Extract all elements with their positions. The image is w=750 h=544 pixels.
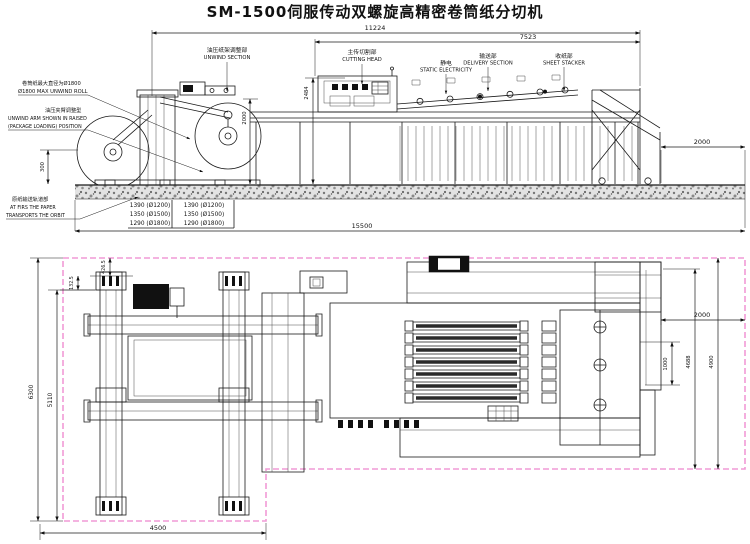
dim-floor-offset-value: 300 bbox=[40, 162, 46, 172]
roll-table-r3: 1290 (Ø1800) bbox=[184, 220, 224, 227]
dim-rear-clearance-plan-value: 2000 bbox=[694, 311, 711, 319]
note-max-roll-en: Ø1800 MAX UNWIND ROLL bbox=[18, 88, 88, 95]
label-unwind-section-cn: 油压纸架调整部 bbox=[207, 46, 248, 54]
label-unwind-section-en: UNWIND SECTION bbox=[204, 55, 251, 61]
note-arm: 油压夹臂调整型 UNWIND ARM SHOWN IN RAISED (PACK… bbox=[8, 106, 204, 173]
note-track-en2: TRANSPORTS THE ORBIT bbox=[5, 213, 65, 219]
label-delivery-cn: 输送部 bbox=[479, 52, 497, 60]
label-delivery-en: DELIVERY SECTION bbox=[463, 61, 513, 67]
unwind-stand bbox=[76, 81, 262, 189]
note-track: 原纸输送轨道部 AT FIRS THE PAPER TRANSPORTS THE… bbox=[5, 195, 139, 220]
operator-pedestal bbox=[299, 270, 348, 294]
dim-unwind-height-value: 2000 bbox=[242, 111, 248, 124]
dim-body-width-value: 4900 bbox=[709, 355, 715, 368]
dim-unwind-height: 2000 bbox=[242, 98, 258, 185]
stacker-plan bbox=[594, 261, 662, 456]
dim-stack-width-value: 1000 bbox=[663, 357, 669, 370]
roll-table-r2: 1350 (Ø1500) bbox=[184, 211, 224, 218]
section-labels: 油压纸架调整部 UNWIND SECTION 主传切割部 CUTTING HEA… bbox=[204, 46, 585, 95]
side-view: 11224 7523 油压纸架调整部 UNWIND SECTION 主传切割部 … bbox=[5, 24, 746, 233]
dim-unwind-depth: 4500 bbox=[39, 523, 267, 540]
dim-rear-clearance-plan: 2000 bbox=[660, 311, 746, 325]
dim-overall: 11224 bbox=[151, 24, 641, 96]
dim-front-section: 7523 bbox=[314, 33, 641, 76]
workspace-boundary bbox=[62, 257, 746, 522]
note-max-roll-cn: 卷筒纸最大直径为Ø1800 bbox=[22, 79, 81, 87]
label-stacker-cn: 收纸部 bbox=[555, 52, 573, 60]
dim-machine-width-value: 4688 bbox=[686, 355, 692, 368]
label-static-en: STATIC ELECTRICITY bbox=[420, 68, 473, 74]
paper-roll-plan bbox=[127, 335, 253, 401]
unwind-cross-members bbox=[83, 284, 323, 473]
sheet-stacker-frame bbox=[591, 88, 661, 185]
roll-table-l1: 1390 (Ø1200) bbox=[130, 202, 170, 209]
label-stacker-en: SHEET STACKER bbox=[543, 61, 585, 67]
note-arm-en1: UNWIND ARM SHOWN IN RAISED bbox=[8, 116, 87, 122]
machine-feet bbox=[338, 420, 419, 428]
dim-total-length-value: 15500 bbox=[352, 222, 373, 230]
unwind-roll-raised bbox=[194, 102, 262, 170]
roll-table-l2: 1350 (Ø1500) bbox=[130, 211, 170, 218]
plan-view: 6300 5110 426.5 132.5 4500 2000 bbox=[29, 255, 746, 540]
delivery-table-plan bbox=[559, 309, 641, 446]
dim-front-section-value: 7523 bbox=[520, 33, 537, 41]
roll-table: 1390 (Ø1200) 1350 (Ø1500) 1290 (Ø1800) 1… bbox=[128, 200, 235, 229]
dim-overall-width: 6300 bbox=[29, 257, 63, 522]
slitting-rollers bbox=[404, 320, 557, 404]
dim-unwind-depth-value: 4500 bbox=[150, 524, 167, 532]
drawing-title: SM-1500伺服传动双螺旋高精密卷筒纸分切机 bbox=[207, 3, 544, 21]
dim-rail-width: 5110 bbox=[48, 289, 100, 522]
dim-rear-clearance-side-value: 2000 bbox=[694, 138, 711, 146]
machine-body-plan bbox=[329, 255, 662, 458]
dim-offset-b-value: 132.5 bbox=[69, 276, 75, 290]
label-static-cn: 静电 bbox=[440, 59, 452, 67]
dim-machine-height-value: 2484 bbox=[304, 86, 310, 100]
dim-rail-width-value: 5110 bbox=[48, 392, 54, 407]
label-cutting-head-cn: 主传切割部 bbox=[348, 48, 377, 56]
dim-offset-b: 132.5 bbox=[60, 275, 95, 291]
dim-machine-width: 4688 bbox=[663, 268, 700, 470]
note-arm-en2: (PACKAGE LOADING) POSITION bbox=[8, 124, 82, 130]
unwind-rail-left bbox=[95, 271, 127, 516]
label-cutting-head-en: CUTTING HEAD bbox=[342, 57, 381, 63]
dim-floor-offset: 300 bbox=[40, 149, 78, 185]
dim-offset-a-value: 426.5 bbox=[101, 260, 107, 274]
dim-offset-a: 426.5 bbox=[90, 257, 133, 277]
control-box-plan bbox=[487, 405, 519, 422]
roll-table-l3: 1290 (Ø1800) bbox=[130, 220, 170, 227]
note-track-en1: AT FIRS THE PAPER bbox=[10, 205, 56, 211]
dim-overall-width-value: 6300 bbox=[29, 384, 35, 399]
ground-hatch bbox=[75, 184, 745, 200]
note-max-roll: 卷筒纸最大直径为Ø1800 Ø1800 MAX UNWIND ROLL bbox=[18, 79, 191, 140]
dim-overall-value: 11224 bbox=[365, 24, 386, 32]
note-track-cn: 原纸输送轨道部 bbox=[12, 195, 48, 203]
dim-stack-width: 1000 bbox=[640, 341, 680, 386]
dim-machine-height: 2484 bbox=[304, 77, 345, 185]
delivery-deck bbox=[396, 89, 579, 110]
dim-body-width: 4900 bbox=[709, 257, 720, 470]
roll-table-r1: 1390 (Ø1200) bbox=[184, 202, 224, 209]
unwind-motor-block bbox=[133, 284, 169, 309]
dim-total-length: 15500 bbox=[74, 200, 746, 233]
machine-frame bbox=[250, 66, 661, 185]
unwind-rail-right bbox=[218, 271, 250, 516]
dim-rear-clearance-side: 2000 bbox=[660, 138, 746, 228]
note-arm-cn: 油压夹臂调整型 bbox=[45, 106, 81, 114]
